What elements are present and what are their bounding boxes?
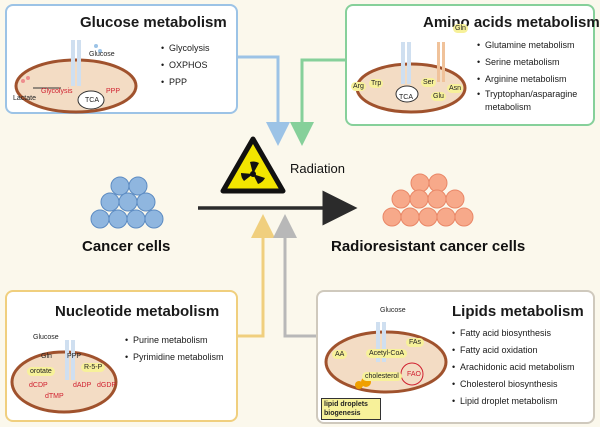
radioresistant-cells-cluster xyxy=(382,173,474,227)
lipid-droplets-label: lipid droplets biogenesis xyxy=(321,398,381,420)
list-item: Fatty acid oxidation xyxy=(452,342,575,359)
glucose-pathway-list: Glycolysis OXPHOS PPP xyxy=(161,40,210,91)
list-item: Cholesterol biosynthesis xyxy=(452,376,575,393)
r5p-label: R-5-P xyxy=(81,363,106,372)
list-item: OXPHOS xyxy=(161,57,210,74)
glucose-label: Glucose xyxy=(89,51,115,58)
glucose-cell-diagram xyxy=(14,40,138,114)
nucleotide-metabolism-panel: Nucleotide metabolism Glucose Gln PPP or… xyxy=(5,290,238,422)
glucose-metabolism-panel: Glucose metabolism Glucose Lactate Glyco… xyxy=(5,4,238,114)
aa-label: AA xyxy=(332,350,348,359)
lipids-metabolism-panel: Lipids metabolism Glucose AA Acetyl-CoA … xyxy=(316,290,595,424)
arrow-nucleotide-to-center xyxy=(238,214,275,338)
arrow-glucose-to-radiation xyxy=(238,55,290,146)
radiation-label: Radiation xyxy=(290,161,345,176)
arg-label: Arg xyxy=(351,82,366,91)
amino-pathway-list: Glutamine metabolism Serine metabolism A… xyxy=(477,37,593,114)
amino-cell-diagram xyxy=(355,42,467,114)
orotate-label: orotate xyxy=(27,367,55,376)
list-item: Lipid droplet metabolism xyxy=(452,393,575,410)
dadp-label: dADP xyxy=(73,382,92,389)
list-item: Fatty acid biosynthesis xyxy=(452,325,575,342)
glycolysis-label: Glycolysis xyxy=(41,88,73,95)
list-item: Glutamine metabolism xyxy=(477,37,593,54)
panel-title: Glucose metabolism xyxy=(80,14,227,31)
radiation-icon xyxy=(220,136,286,194)
panel-title: Lipids metabolism xyxy=(452,303,584,320)
list-item: Pyrimidine metabolism xyxy=(125,349,224,366)
amino-acids-metabolism-panel: Amino acids metabolism Gln Trp Ser Arg T… xyxy=(345,4,600,126)
panel-title: Amino acids metabolism xyxy=(423,14,600,31)
glucose-label: Glucose xyxy=(33,334,59,341)
lactate-label: Lactate xyxy=(13,95,36,102)
ppp-label: PPP xyxy=(106,88,121,95)
nucleotide-cell-diagram xyxy=(10,340,118,414)
dgdp-label: dGDP xyxy=(97,382,117,389)
glucose-label: Glucose xyxy=(380,307,406,314)
list-item: PPP xyxy=(161,74,210,91)
cancer-cells-label: Cancer cells xyxy=(82,238,171,255)
list-item: Purine metabolism xyxy=(125,332,224,349)
list-item: Arachidonic acid metabolism xyxy=(452,359,575,376)
trp-label: Trp xyxy=(369,79,384,88)
list-item: Glycolysis xyxy=(161,40,210,57)
dcdp-label: dCDP xyxy=(29,382,48,389)
tca-label: TCA xyxy=(85,97,99,104)
dtmp-label: dTMP xyxy=(45,393,64,400)
tca-label: TCA xyxy=(399,94,413,101)
panel-title: Nucleotide metabolism xyxy=(55,303,220,320)
gln-label: Gln xyxy=(453,24,468,33)
fas-label: FAs xyxy=(406,338,425,347)
nucleotide-pathway-list: Purine metabolism Pyrimidine metabolism xyxy=(125,332,224,366)
glu-label: Glu xyxy=(431,92,446,101)
lipids-pathway-list: Fatty acid biosynthesis Fatty acid oxida… xyxy=(452,325,575,410)
fao-label: FAO xyxy=(407,371,422,378)
list-item: Tryptophan/asparagine metabolism xyxy=(477,88,593,114)
arrow-lipids-to-center xyxy=(273,214,316,338)
list-item: Arginine metabolism xyxy=(477,71,593,88)
radioresistant-label: Radioresistant cancer cells xyxy=(331,238,526,255)
list-item: Serine metabolism xyxy=(477,54,593,71)
ppp-label: PPP xyxy=(67,353,82,360)
lipids-cell-diagram xyxy=(324,322,448,394)
arrow-amino-to-radiation xyxy=(290,58,345,146)
cholesterol-label: cholesterol xyxy=(362,372,402,381)
asn-label: Asn xyxy=(447,84,464,93)
cancer-cells-cluster xyxy=(90,176,164,229)
ser-label: Ser xyxy=(421,78,436,87)
gln-label: Gln xyxy=(41,353,52,360)
acetyl-coa-label: Acetyl-CoA xyxy=(366,349,408,358)
